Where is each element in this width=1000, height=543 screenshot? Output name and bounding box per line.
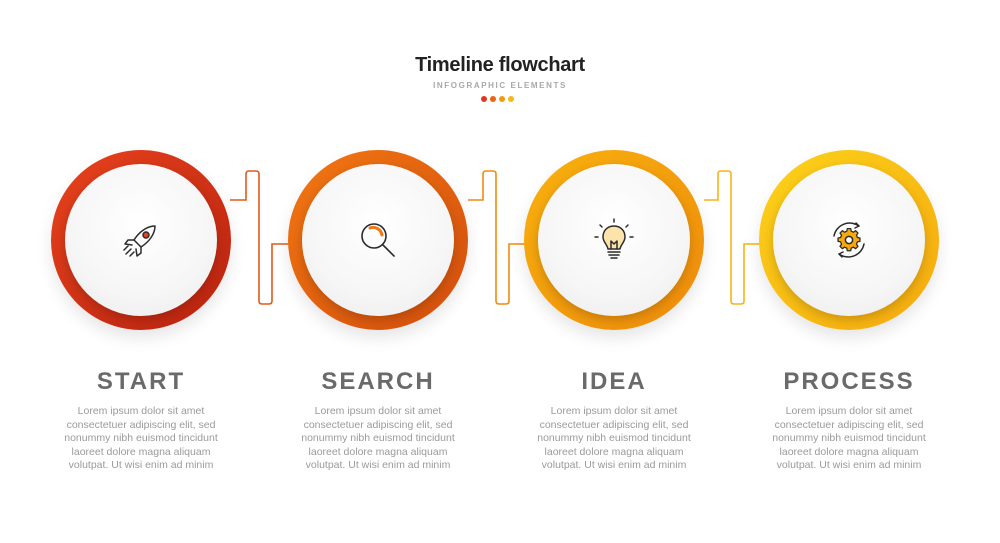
dot-2 xyxy=(490,96,496,102)
step-label: IDEA xyxy=(581,368,647,395)
dot-3 xyxy=(499,96,505,102)
connector-search-idea xyxy=(468,170,525,305)
description-line: Lorem ipsum dolor sit amet xyxy=(77,405,205,417)
step-disc xyxy=(773,164,925,316)
description-line: consectetuer adipiscing elit, sed xyxy=(66,418,216,431)
description-line: laoreet dolore magna aliquam xyxy=(308,445,448,458)
magnifier-icon xyxy=(361,223,395,257)
description-line: volutpat. Ut wisi enim ad minim xyxy=(68,459,214,471)
step-label: START xyxy=(96,368,186,395)
step-description: Lorem ipsum dolor sit amet consectetuer … xyxy=(494,405,734,473)
step-start: START Lorem ipsum dolor sit amet consect… xyxy=(21,0,261,543)
step-description: Lorem ipsum dolor sit amet consectetuer … xyxy=(258,405,498,473)
description-line: nonummy nibh euismod tincidunt xyxy=(64,432,218,444)
description-line: Lorem ipsum dolor sit amet xyxy=(550,405,678,417)
connector-start-search xyxy=(230,170,290,305)
rocket-icon xyxy=(123,225,156,257)
step-label: SEARCH xyxy=(321,368,435,395)
description-line: nonummy nibh euismod tincidunt xyxy=(772,432,926,444)
step-disc xyxy=(302,164,454,316)
description-line: nonummy nibh euismod tincidunt xyxy=(537,432,691,444)
step-idea: IDEA Lorem ipsum dolor sit amet consecte… xyxy=(494,0,734,543)
description-line: Lorem ipsum dolor sit amet xyxy=(314,405,442,417)
description-line: consectetuer adipiscing elit, sed xyxy=(303,418,453,431)
step-ring xyxy=(288,150,468,330)
gear-cycle-icon xyxy=(833,222,865,258)
description-line: laoreet dolore magna aliquam xyxy=(544,445,684,458)
decorative-dots xyxy=(481,96,514,102)
step-search: SEARCH Lorem ipsum dolor sit amet consec… xyxy=(258,0,498,543)
step-description: Lorem ipsum dolor sit amet consectetuer … xyxy=(729,405,969,473)
diagram-subtitle: INFOGRAPHIC ELEMENTS xyxy=(433,81,567,90)
description-line: consectetuer adipiscing elit, sed xyxy=(539,418,689,431)
step-disc xyxy=(65,164,217,316)
step-ring xyxy=(524,150,704,330)
description-line: volutpat. Ut wisi enim ad minim xyxy=(305,459,451,471)
step-disc xyxy=(538,164,690,316)
step-ring xyxy=(51,150,231,330)
description-line: volutpat. Ut wisi enim ad minim xyxy=(541,459,687,471)
description-line: volutpat. Ut wisi enim ad minim xyxy=(776,459,922,471)
description-line: Lorem ipsum dolor sit amet xyxy=(785,405,913,417)
step-ring xyxy=(759,150,939,330)
step-description: Lorem ipsum dolor sit amet consectetuer … xyxy=(21,405,261,473)
description-line: laoreet dolore magna aliquam xyxy=(779,445,919,458)
description-line: nonummy nibh euismod tincidunt xyxy=(301,432,455,444)
description-line: laoreet dolore magna aliquam xyxy=(71,445,211,458)
connector-idea-process xyxy=(704,170,762,305)
step-process: PROCESS Lorem ipsum dolor sit amet conse… xyxy=(729,0,969,543)
diagram-title: Timeline flowchart xyxy=(415,54,585,76)
dot-1 xyxy=(481,96,487,102)
dot-4 xyxy=(508,96,514,102)
lightbulb-icon xyxy=(594,218,634,259)
step-label: PROCESS xyxy=(783,368,915,395)
description-line: consectetuer adipiscing elit, sed xyxy=(774,418,924,431)
